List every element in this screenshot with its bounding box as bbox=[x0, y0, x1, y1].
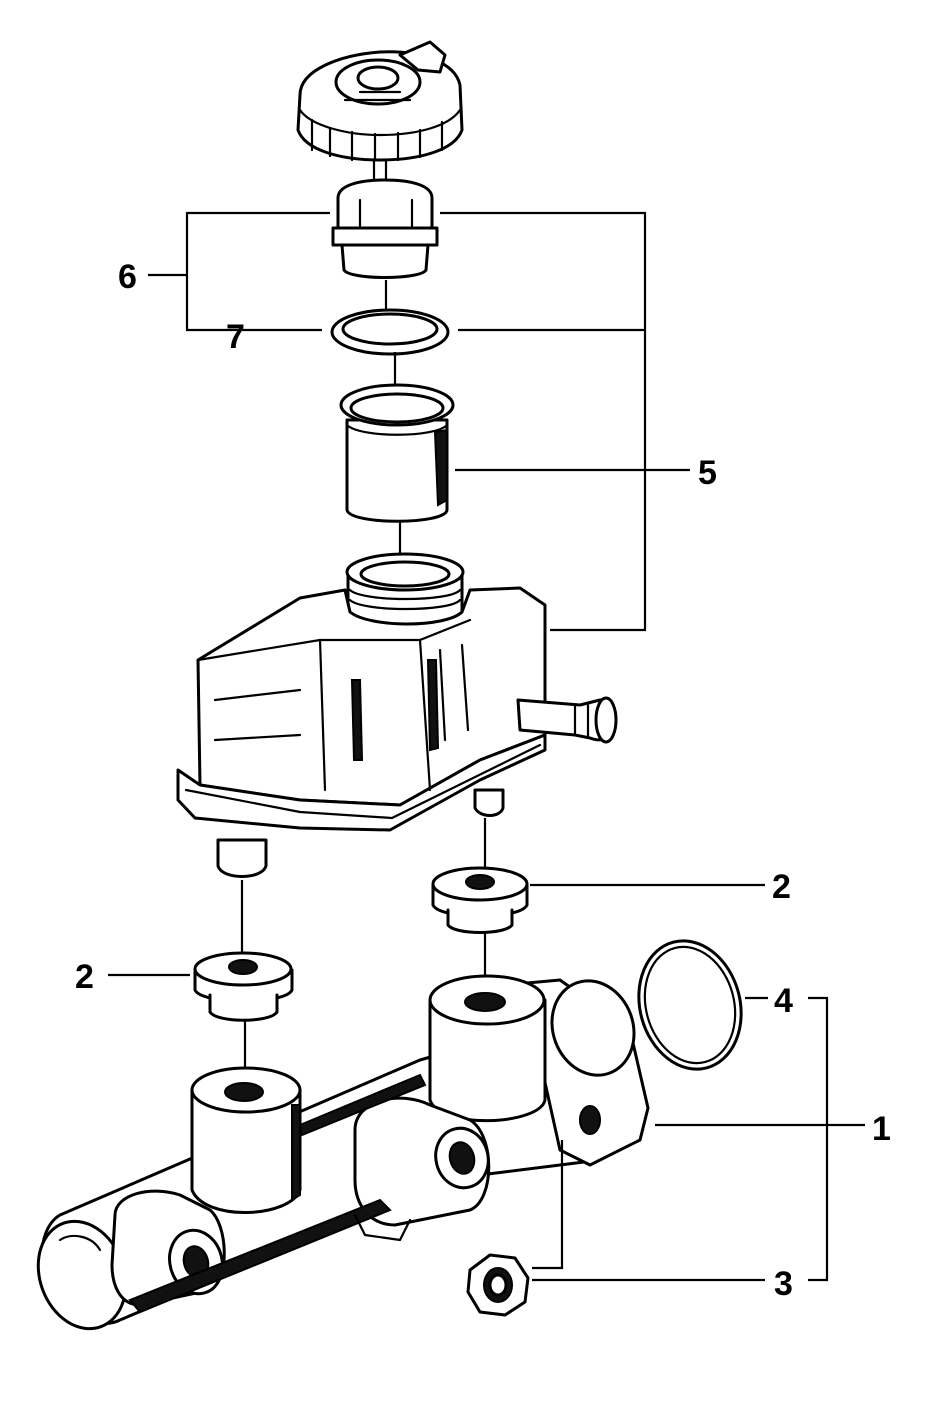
grommet-part-2-left bbox=[193, 951, 294, 1022]
callout-7: 7 bbox=[226, 318, 245, 356]
callout-4: 4 bbox=[774, 982, 793, 1020]
o-ring-part-4 bbox=[637, 939, 743, 1071]
sleeve-part-5 bbox=[339, 383, 455, 523]
callout-3: 3 bbox=[774, 1265, 793, 1303]
hex-nut-part-3 bbox=[466, 1253, 530, 1317]
callout-5: 5 bbox=[698, 454, 717, 492]
callout-6: 6 bbox=[118, 258, 137, 296]
callout-2-right: 2 bbox=[772, 868, 791, 906]
seal-ring-part-7 bbox=[330, 308, 450, 356]
callout-2-left: 2 bbox=[75, 958, 94, 996]
callout-leaders bbox=[108, 211, 865, 1282]
filter-part-6 bbox=[331, 178, 439, 279]
fluid-reservoir bbox=[176, 552, 618, 878]
callout-1: 1 bbox=[872, 1110, 891, 1148]
reservoir-cap bbox=[296, 40, 464, 190]
grommet-part-2-right bbox=[431, 866, 529, 934]
master-cylinder-body-part-1 bbox=[36, 974, 650, 1331]
